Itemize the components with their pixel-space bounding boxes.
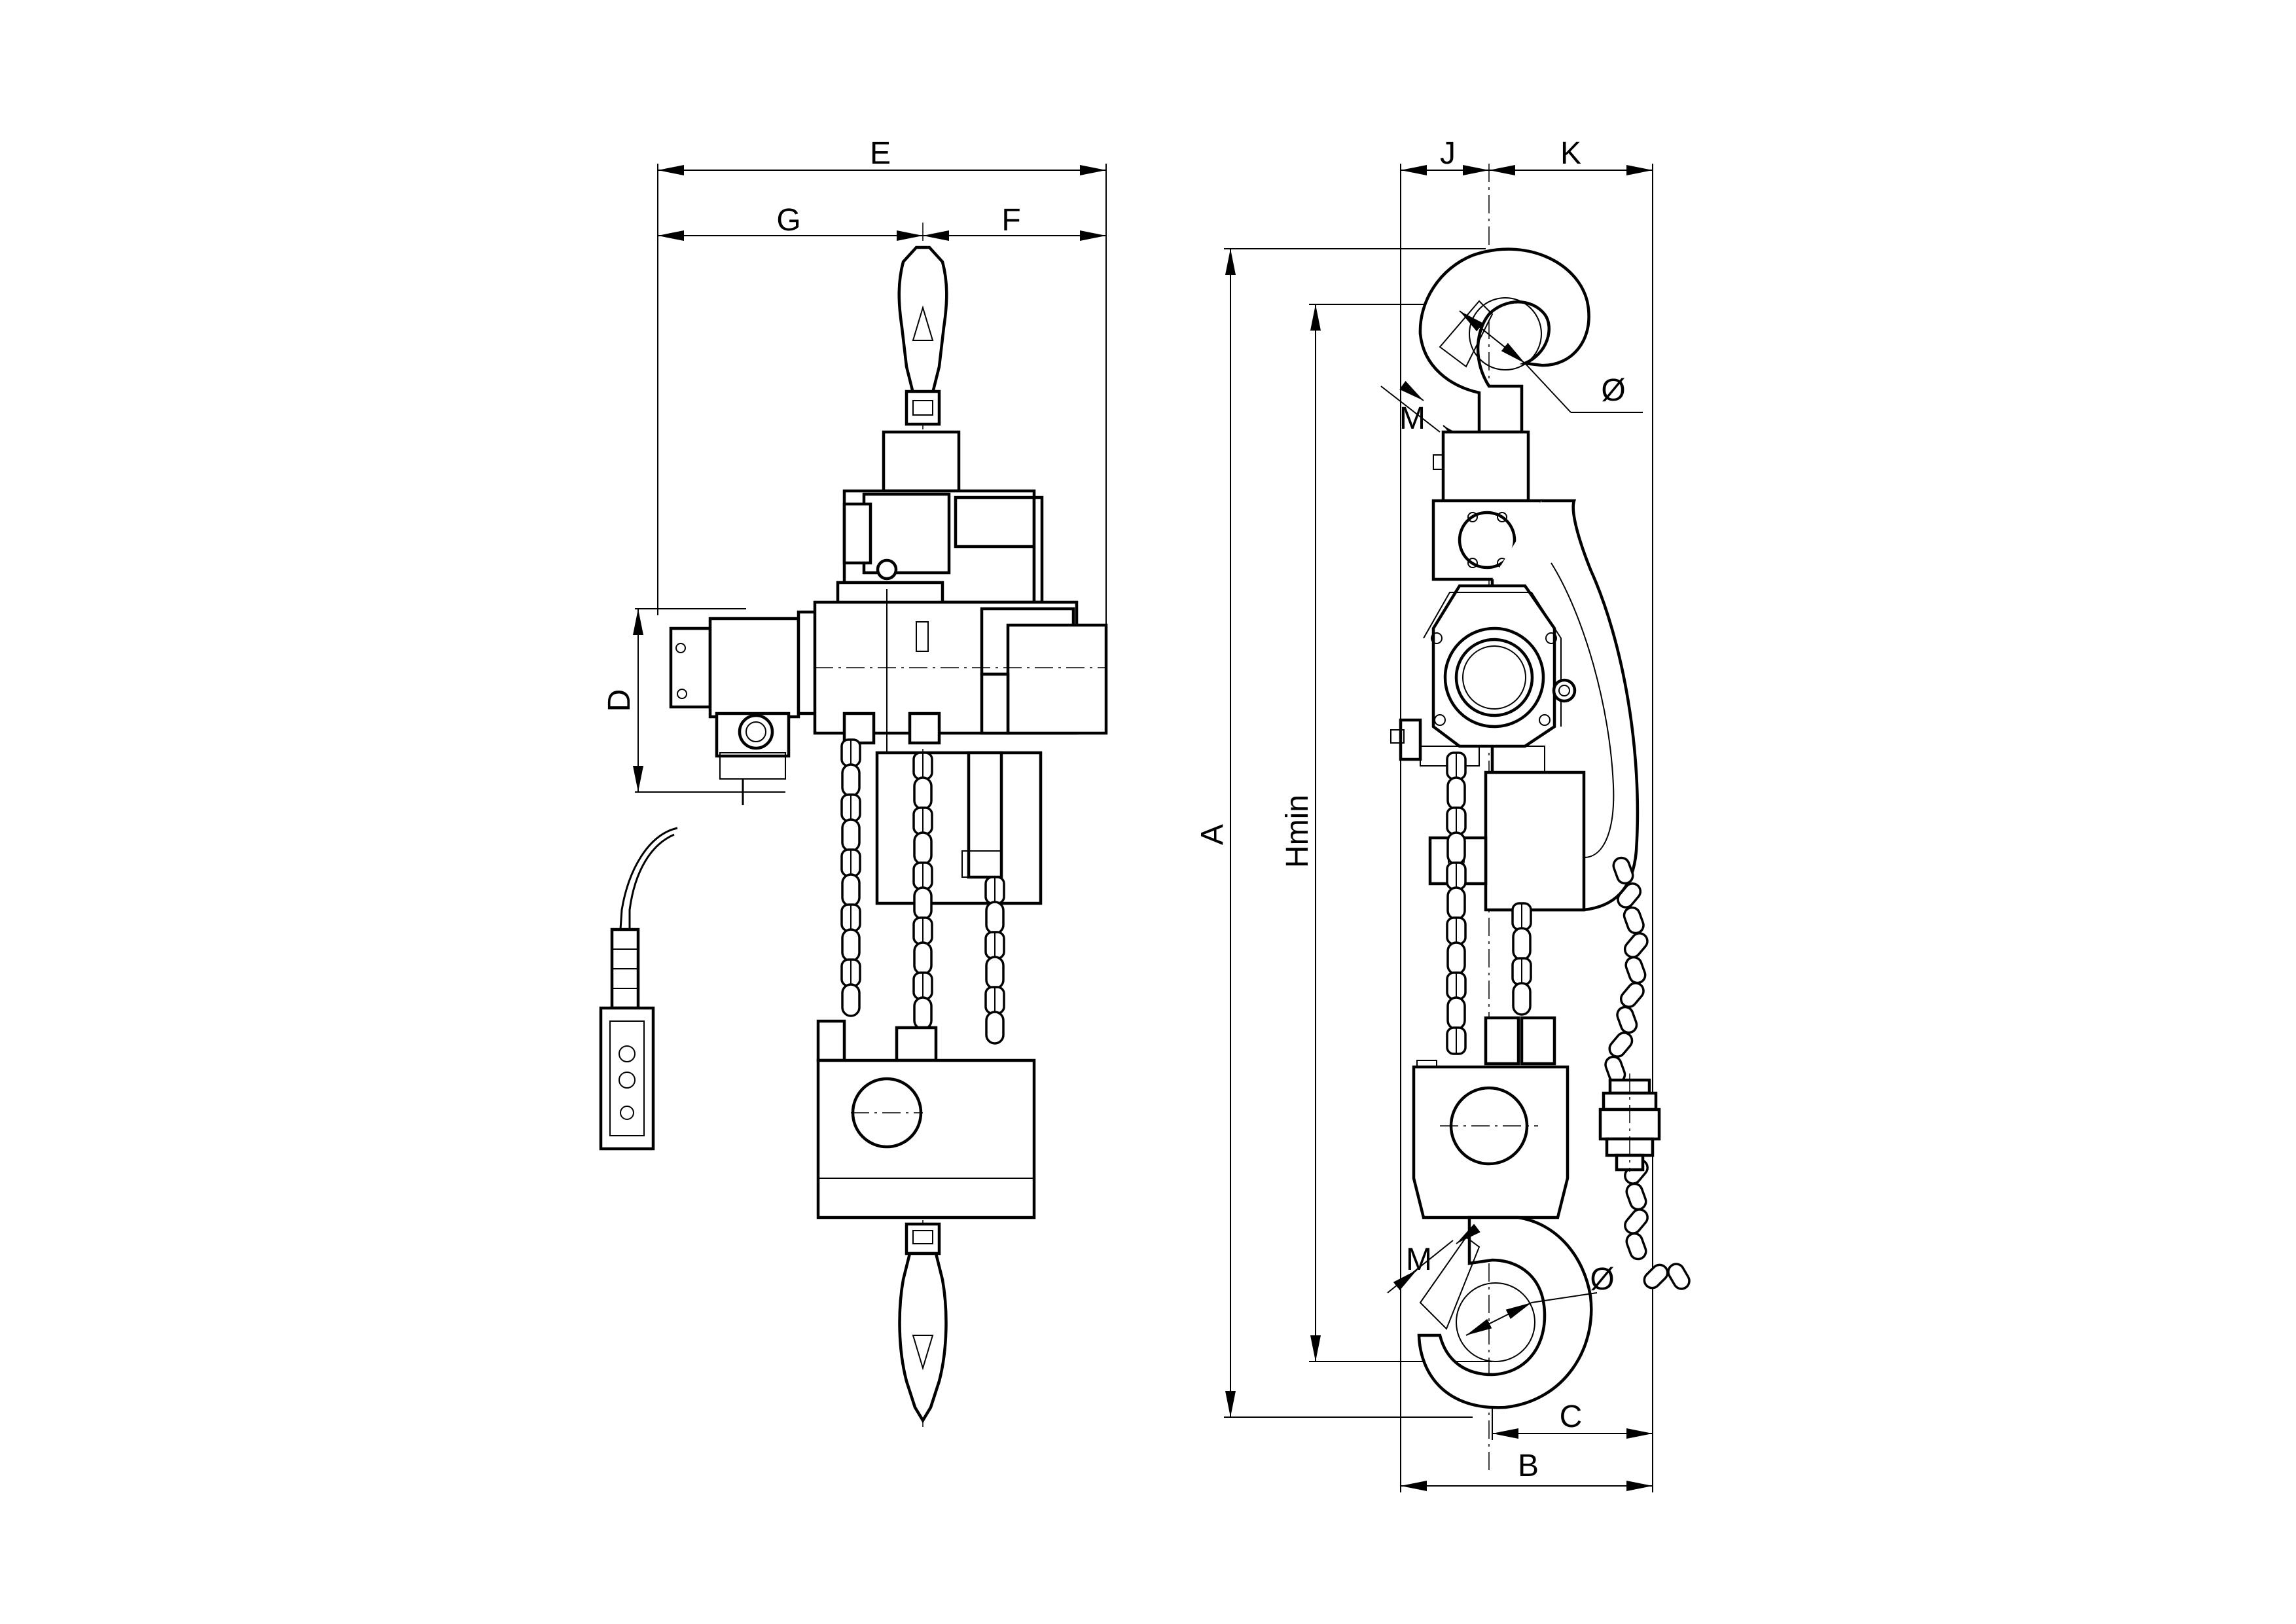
front-chain-right-link — [984, 986, 1005, 1015]
dim-label-E: E — [870, 136, 891, 171]
chain-guide — [842, 712, 1043, 905]
front-chain-middle-link — [912, 971, 933, 1000]
dim-label-M-bottom: M — [1406, 1242, 1432, 1277]
chain-weight — [1598, 1074, 1661, 1172]
bottom-hook-side: Ø M — [1387, 1216, 1615, 1409]
front-chain-middle-link — [913, 886, 933, 920]
front-chain-middle-link — [913, 941, 933, 975]
upper-housing — [836, 489, 1044, 607]
side-chain-left-link — [1446, 916, 1467, 945]
dim-label-B: B — [1518, 1449, 1539, 1483]
dimension-F: F — [923, 203, 1106, 241]
side-chain-left-link — [1446, 1026, 1467, 1055]
front-chain-middle-link — [912, 806, 933, 835]
hand-chain-link — [1617, 882, 1642, 909]
dim-label-O-bottom: Ø — [1590, 1262, 1614, 1297]
front-chain-left-link — [840, 903, 861, 932]
front-chain-right-link — [984, 931, 1005, 960]
side-chain-right-link — [1512, 927, 1532, 961]
front-chain-left-link — [841, 763, 861, 797]
front-chain-middle-link — [913, 776, 933, 810]
side-chain-right-link — [1512, 982, 1532, 1016]
motor-assembly — [669, 589, 1108, 753]
front-view: E G F D — [599, 136, 1108, 1427]
hand-chain-link — [1643, 1263, 1669, 1290]
dimension-D: D — [602, 608, 785, 793]
limit-switch — [715, 712, 791, 805]
dim-label-Hmin: Hmin — [1280, 795, 1315, 868]
pendant-control — [599, 827, 678, 1151]
front-chain-left-link — [841, 928, 861, 962]
hand-chain-link — [1623, 932, 1649, 958]
hand-chain-link — [1616, 1005, 1638, 1034]
motor-side — [1390, 584, 1577, 773]
front-chain-left-link — [841, 818, 861, 852]
dimension-B: B — [1401, 1449, 1653, 1491]
side-chain-left-link — [1446, 996, 1466, 1030]
front-chain-left-link — [840, 848, 861, 877]
dim-label-O-top: Ø — [1601, 373, 1625, 408]
dim-label-J: J — [1440, 136, 1456, 171]
front-chain-middle-link — [912, 916, 933, 945]
side-chain-left-link — [1446, 776, 1466, 810]
side-chain-left-link — [1446, 941, 1466, 975]
top-bearing-block — [882, 430, 961, 493]
dimension-G: G — [658, 203, 923, 241]
dim-label-F: F — [1001, 203, 1020, 238]
front-chain-right-link — [985, 956, 1005, 990]
hand-chain-link — [1624, 1208, 1649, 1235]
bottom-block-front — [816, 1019, 1036, 1219]
front-chain-left-link — [840, 793, 861, 822]
dimension-A: A — [1195, 248, 1486, 1418]
dim-label-K: K — [1560, 136, 1581, 171]
front-chain-middle-link — [912, 751, 933, 780]
dim-label-C: C — [1560, 1399, 1583, 1434]
dim-label-D: D — [602, 689, 637, 712]
hand-chain-link — [1667, 1263, 1691, 1290]
top-hook-side: Ø M — [1380, 247, 1643, 503]
dim-label-A: A — [1195, 824, 1230, 845]
front-chain-left-link — [840, 958, 861, 987]
front-chain-right-link — [985, 1011, 1005, 1045]
hand-chain-link — [1625, 1232, 1647, 1261]
front-chain-middle-link — [912, 861, 933, 890]
dim-label-G: G — [776, 203, 800, 238]
front-chain-left-link — [841, 983, 861, 1017]
side-chain-right-link — [1511, 957, 1532, 986]
front-chain-right-link — [985, 901, 1005, 935]
bottom-hook-front — [898, 1222, 948, 1424]
side-chain-left-link — [1446, 861, 1467, 890]
side-chains — [1446, 751, 1691, 1290]
hand-chain-link — [1623, 906, 1645, 935]
hand-chain-link — [1619, 982, 1645, 1008]
dim-label-M-top: M — [1399, 401, 1426, 436]
front-chain-left-link — [840, 738, 861, 767]
side-chain-left-link — [1446, 751, 1467, 780]
hand-chain-link — [1612, 856, 1634, 885]
side-chain-right-link — [1511, 902, 1532, 931]
bottom-block-side — [1412, 1016, 1570, 1219]
hand-chain-link — [1624, 956, 1647, 984]
hand-chain-link — [1608, 1032, 1634, 1058]
side-chain-left-link — [1446, 886, 1466, 920]
front-chain-middle-link — [913, 831, 933, 865]
side-chain-left-link — [1446, 806, 1467, 835]
top-hook-front — [897, 245, 948, 426]
front-chain-right-link — [984, 876, 1005, 905]
side-view: J K A Hmin B C — [1195, 136, 1691, 1492]
hand-chain-link — [1625, 1182, 1647, 1211]
front-chain-left-link — [841, 873, 861, 907]
side-chain-left-link — [1446, 971, 1467, 1000]
front-chain-middle-link — [913, 996, 933, 1030]
side-chain-left-link — [1446, 831, 1466, 865]
